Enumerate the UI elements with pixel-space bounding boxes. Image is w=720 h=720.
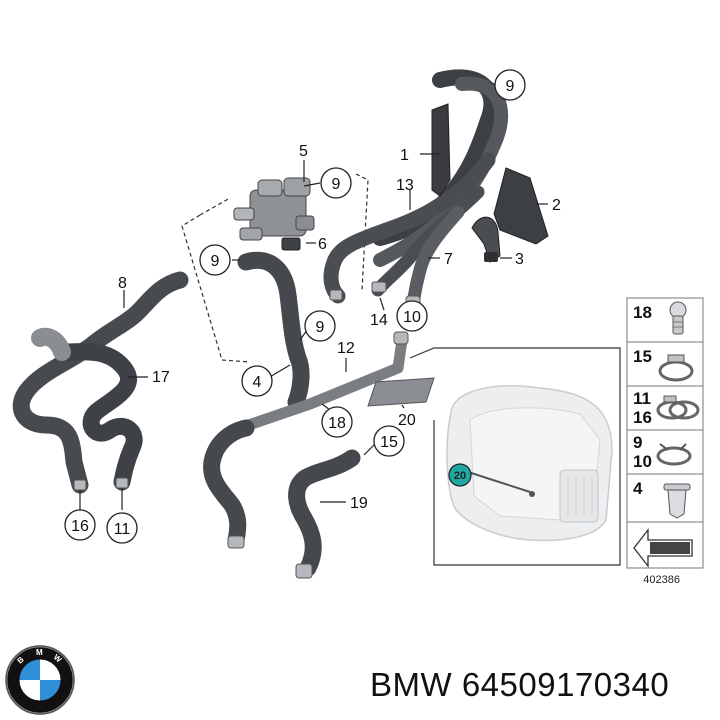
hose-19 [288, 449, 361, 577]
hose-12-rail [228, 334, 408, 436]
inset-vehicle-view: 20 [409, 347, 621, 566]
hose-8 [12, 271, 189, 494]
callout-circle-9b [320, 167, 352, 199]
callout-15: 15 [380, 434, 398, 451]
callout-4: 4 [253, 374, 262, 391]
hose-8-connector [31, 327, 71, 361]
callout-13: 13 [396, 177, 414, 194]
callout-11: 11 [114, 521, 131, 538]
callout-14: 14 [370, 312, 388, 329]
holder-3 [471, 216, 501, 263]
legend-label-9: 9 [633, 433, 642, 452]
bracket-1 [431, 103, 451, 197]
callout-17: 17 [152, 369, 170, 386]
hose-clamp-pair-icon [656, 395, 700, 420]
hose-17 [53, 343, 143, 491]
seal-pad-20 [367, 377, 435, 407]
hose-fittings [73, 281, 421, 579]
spring-clamp-icon [656, 443, 692, 466]
part-number-label: BMW 64509170340 [370, 666, 670, 703]
water-valve [233, 177, 315, 251]
hose-valve-loop [237, 251, 310, 411]
callout-2: 2 [552, 197, 561, 214]
bmw-logo-letter-b: B [16, 655, 26, 666]
inset-callout-20: 20 [454, 470, 466, 482]
callout-circle-18 [321, 406, 353, 438]
callout-19: 19 [350, 495, 368, 512]
legend-label-16: 16 [633, 408, 652, 427]
callout-circle-4 [241, 365, 273, 397]
legend-label-4: 4 [633, 479, 643, 498]
legend-label-11: 11 [633, 389, 651, 408]
hose-group [12, 69, 509, 577]
callout-12: 12 [337, 340, 355, 357]
valve-group-bracket [181, 173, 369, 363]
inset-callout-20-circle [448, 463, 472, 487]
callout-18: 18 [328, 415, 346, 432]
hose-clamp-icon [658, 354, 694, 382]
callout-circle-16 [64, 509, 96, 541]
callout-labels: 1 2 3 5 6 7 8 12 13 14 17 19 20 [118, 143, 561, 512]
callout-20: 20 [398, 412, 416, 429]
hose-lower-left [203, 419, 255, 549]
callout-3: 3 [515, 251, 524, 268]
callout-10: 10 [403, 309, 421, 326]
circled-callouts [64, 69, 526, 544]
legend-label-15: 15 [633, 347, 652, 366]
bmw-logo-letter-w: W [52, 653, 64, 665]
hose-13 [323, 152, 496, 304]
callout-9d: 9 [316, 319, 325, 336]
bmw-logo: B M W [5, 645, 75, 715]
bmw-logo-letter-m: M [36, 648, 43, 657]
callout-9c: 9 [211, 253, 220, 270]
callout-circle-15 [373, 425, 405, 457]
callout-circle-9c [199, 244, 231, 276]
legend-label-18: 18 [633, 303, 652, 322]
legend-label-10: 10 [633, 452, 652, 471]
hose-10 [407, 205, 465, 305]
callout-circle-9a [494, 69, 526, 101]
callout-circle-11 [106, 512, 138, 544]
clip-rivet-icon [669, 301, 687, 335]
callout-7: 7 [444, 251, 453, 268]
callout-circle-10 [396, 300, 428, 332]
callout-9b: 9 [332, 176, 341, 193]
bracket-2 [493, 167, 549, 245]
callout-5: 5 [299, 143, 308, 160]
callout-6: 6 [318, 236, 327, 253]
circled-callout-labels: 9 9 9 9 10 4 18 15 16 11 [71, 78, 514, 538]
callout-circle-9d [304, 310, 336, 342]
callout-9a: 9 [506, 78, 515, 95]
direction-arrow-icon [633, 528, 693, 568]
expanding-rivet-icon [663, 483, 691, 519]
diagram-reference: 402386 [643, 574, 680, 586]
callout-16: 16 [71, 518, 89, 535]
legend-column: 18 15 11 16 9 10 4 [626, 297, 704, 586]
callout-8: 8 [118, 275, 127, 292]
callout-1: 1 [400, 147, 409, 164]
